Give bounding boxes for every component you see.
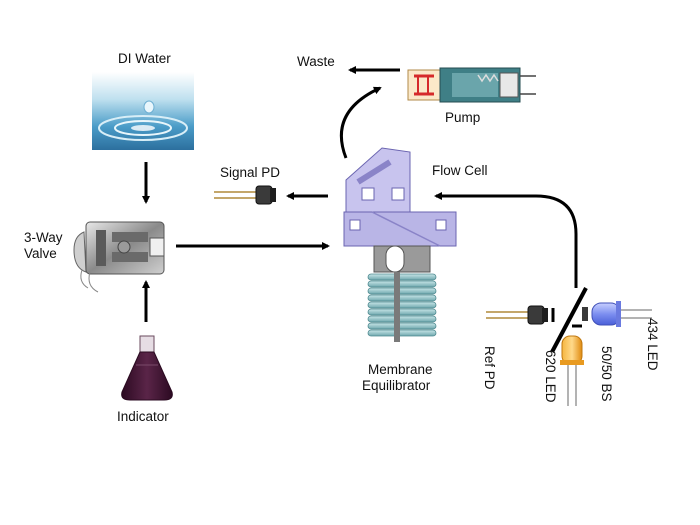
led-434-image <box>591 301 652 327</box>
signal-pd-label: Signal PD <box>220 165 281 180</box>
led-620-image <box>560 335 584 406</box>
indicator-label: Indicator <box>117 409 169 424</box>
coil-ring <box>367 273 437 281</box>
flow-cell-label: Flow Cell <box>432 163 488 178</box>
membrane-equilibrator-label-line2: Equilibrator <box>362 378 431 393</box>
coil-ring <box>367 287 437 295</box>
coil-ring <box>367 322 437 330</box>
ref-pd-label: Ref PD <box>482 346 497 390</box>
beam-splitter-label: 50/50 BS <box>599 346 614 402</box>
coil-ring <box>367 294 437 302</box>
three-way-valve-label-line2: Valve <box>24 246 57 261</box>
led-434-label: 434 LED <box>645 318 660 371</box>
led-434-aperture <box>582 307 588 321</box>
waste-label: Waste <box>297 54 335 69</box>
signal-pd-image <box>214 185 276 205</box>
pump-label: Pump <box>445 110 481 125</box>
coil-ring <box>367 329 437 337</box>
ref-pd-image <box>486 305 548 325</box>
coil-ring <box>367 308 437 316</box>
three-way-valve-image <box>73 221 165 293</box>
arrow-flowcell-to-pump <box>340 86 382 159</box>
three-way-valve-label-line1: 3-Way <box>24 230 63 245</box>
membrane-equilibrator-label-line1: Membrane <box>368 362 433 377</box>
indicator-flask-image <box>121 335 173 401</box>
beam-splitter <box>550 287 588 353</box>
coil-ring <box>367 315 437 323</box>
led-620-label: 620 LED <box>543 350 558 403</box>
coil-ring <box>367 280 437 288</box>
di-water-label: DI Water <box>118 51 171 66</box>
di-water-image <box>92 72 194 150</box>
membrane-equilibrator-image <box>367 245 437 342</box>
coil-ring <box>367 301 437 309</box>
arrow-light-to-flowcell <box>434 192 578 288</box>
pump-image <box>407 67 536 103</box>
flow-cell-image <box>343 147 457 247</box>
flow-arrows <box>142 66 578 322</box>
